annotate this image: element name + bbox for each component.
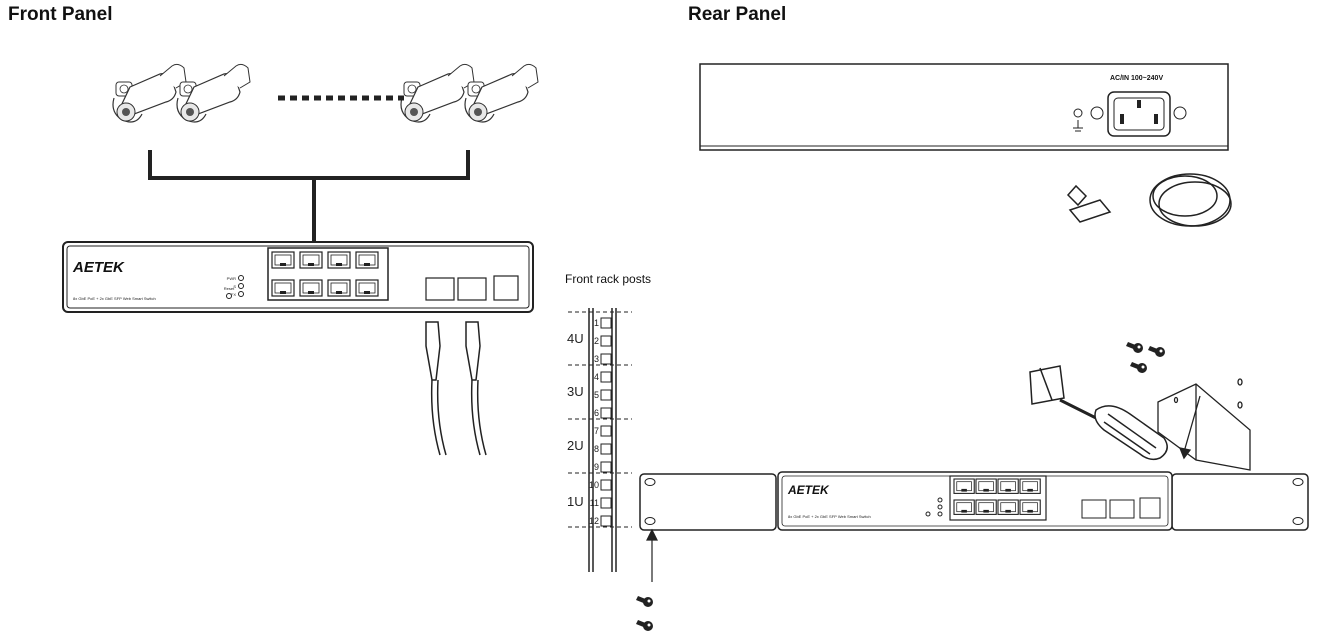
led-label-fx: FX xyxy=(231,292,236,297)
rack-switch-icon: AETEK 8x GbE PoE + 2x GbE SFP Web Smart … xyxy=(777,471,1173,531)
camera-icon xyxy=(176,63,251,123)
brand-logo: AETEK xyxy=(72,259,125,276)
front-panel-heading: Front Panel xyxy=(8,4,113,25)
screw-icon xyxy=(1148,346,1165,357)
rack-slot-number: 5 xyxy=(594,390,599,400)
rack-slot-number: 3 xyxy=(594,354,599,364)
rack-posts xyxy=(588,308,617,572)
rack-slot-number: 2 xyxy=(594,336,599,346)
rack-bracket-icon xyxy=(1157,378,1251,471)
screw-icon xyxy=(636,596,653,607)
rack-slot-hole xyxy=(600,443,612,455)
rack-unit-label: 1U xyxy=(567,494,584,509)
rack-bracket-icon xyxy=(1171,473,1309,531)
power-label: AC/IN 100~240V xyxy=(1110,75,1163,82)
power-cord-icon xyxy=(1066,173,1232,227)
rack-slot-hole xyxy=(600,515,612,527)
rack-slot-number: 4 xyxy=(594,372,599,382)
rack-unit-dividers xyxy=(568,311,632,528)
rack-slot-number: 10 xyxy=(589,480,599,490)
rack-slot-number: 1 xyxy=(594,318,599,328)
model-text: 8x GbE PoE + 2x GbE SFP Web Smart Switch xyxy=(73,296,156,301)
insert-arrow xyxy=(646,528,658,582)
rack-slot-hole xyxy=(600,317,612,329)
reset-button[interactable] xyxy=(226,293,232,299)
rack-brand-logo: AETEK xyxy=(787,483,830,497)
rack-model-text: 8x GbE PoE + 2x GbE SFP Web Smart Switch xyxy=(788,514,871,519)
rack-unit-label: 3U xyxy=(567,384,584,399)
rack-slot-hole xyxy=(600,335,612,347)
rear-panel-housing: AC/IN 100~240V xyxy=(699,63,1229,151)
rack-slot-hole xyxy=(600,353,612,365)
rack-slot-hole xyxy=(600,389,612,401)
rack-slot-number: 7 xyxy=(594,426,599,436)
screw-icon xyxy=(636,620,653,631)
led-label-s: S xyxy=(233,284,236,289)
rack-slot-hole xyxy=(600,425,612,437)
rack-slot-number: 8 xyxy=(594,444,599,454)
rack-unit-label: 2U xyxy=(567,438,584,453)
rack-posts-heading: Front rack posts xyxy=(565,272,652,286)
screwdriver-icon xyxy=(1029,365,1168,461)
rack-slot-number: 12 xyxy=(589,516,599,526)
reset-label: Reset xyxy=(224,286,235,291)
rack-slot-hole xyxy=(600,461,612,473)
rack-slot-number: 6 xyxy=(594,408,599,418)
rack-bracket-icon xyxy=(639,473,777,531)
camera-icon xyxy=(400,63,475,123)
screw-icon xyxy=(1126,342,1143,353)
rack-slot-number: 11 xyxy=(590,498,599,508)
rack-slot-hole xyxy=(600,497,612,509)
rear-panel-heading: Rear Panel xyxy=(688,4,787,25)
ground-icon xyxy=(1073,120,1083,132)
sfp-module-icon xyxy=(465,321,487,456)
rack-slot-hole xyxy=(600,407,612,419)
rack-unit-label: 4U xyxy=(567,331,584,346)
rack-slot-hole xyxy=(600,371,612,383)
camera-icon xyxy=(464,63,539,123)
sfp-module-icon xyxy=(425,321,447,456)
power-socket xyxy=(1107,91,1171,137)
rack-slot-number: 9 xyxy=(594,462,599,472)
camera-icon xyxy=(112,63,187,123)
rack-slot-hole xyxy=(600,479,612,491)
screw-icon xyxy=(1130,362,1147,373)
switch-icon: AETEK 8x GbE PoE + 2x GbE SFP Web Smart … xyxy=(62,241,534,313)
led-label-pwr: PWR xyxy=(227,276,236,281)
